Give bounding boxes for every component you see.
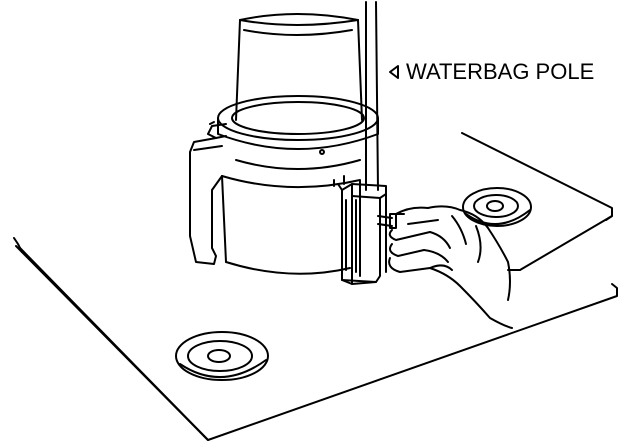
base-plate-rear — [461, 132, 613, 271]
pole-clamp — [337, 183, 387, 285]
base-plate — [13, 237, 618, 441]
waterbag-pole — [365, 1, 379, 191]
hand — [388, 205, 513, 329]
stand-unit — [189, 95, 379, 275]
mounting-pad-right — [462, 187, 532, 227]
pole-callout: WATERBAG POLE — [388, 60, 594, 84]
clamp-knob — [377, 213, 397, 229]
mounting-pad-left — [175, 331, 269, 381]
left-pointer-icon — [389, 65, 399, 79]
pole-label: WATERBAG POLE — [406, 59, 595, 84]
water-cup — [235, 13, 363, 121]
